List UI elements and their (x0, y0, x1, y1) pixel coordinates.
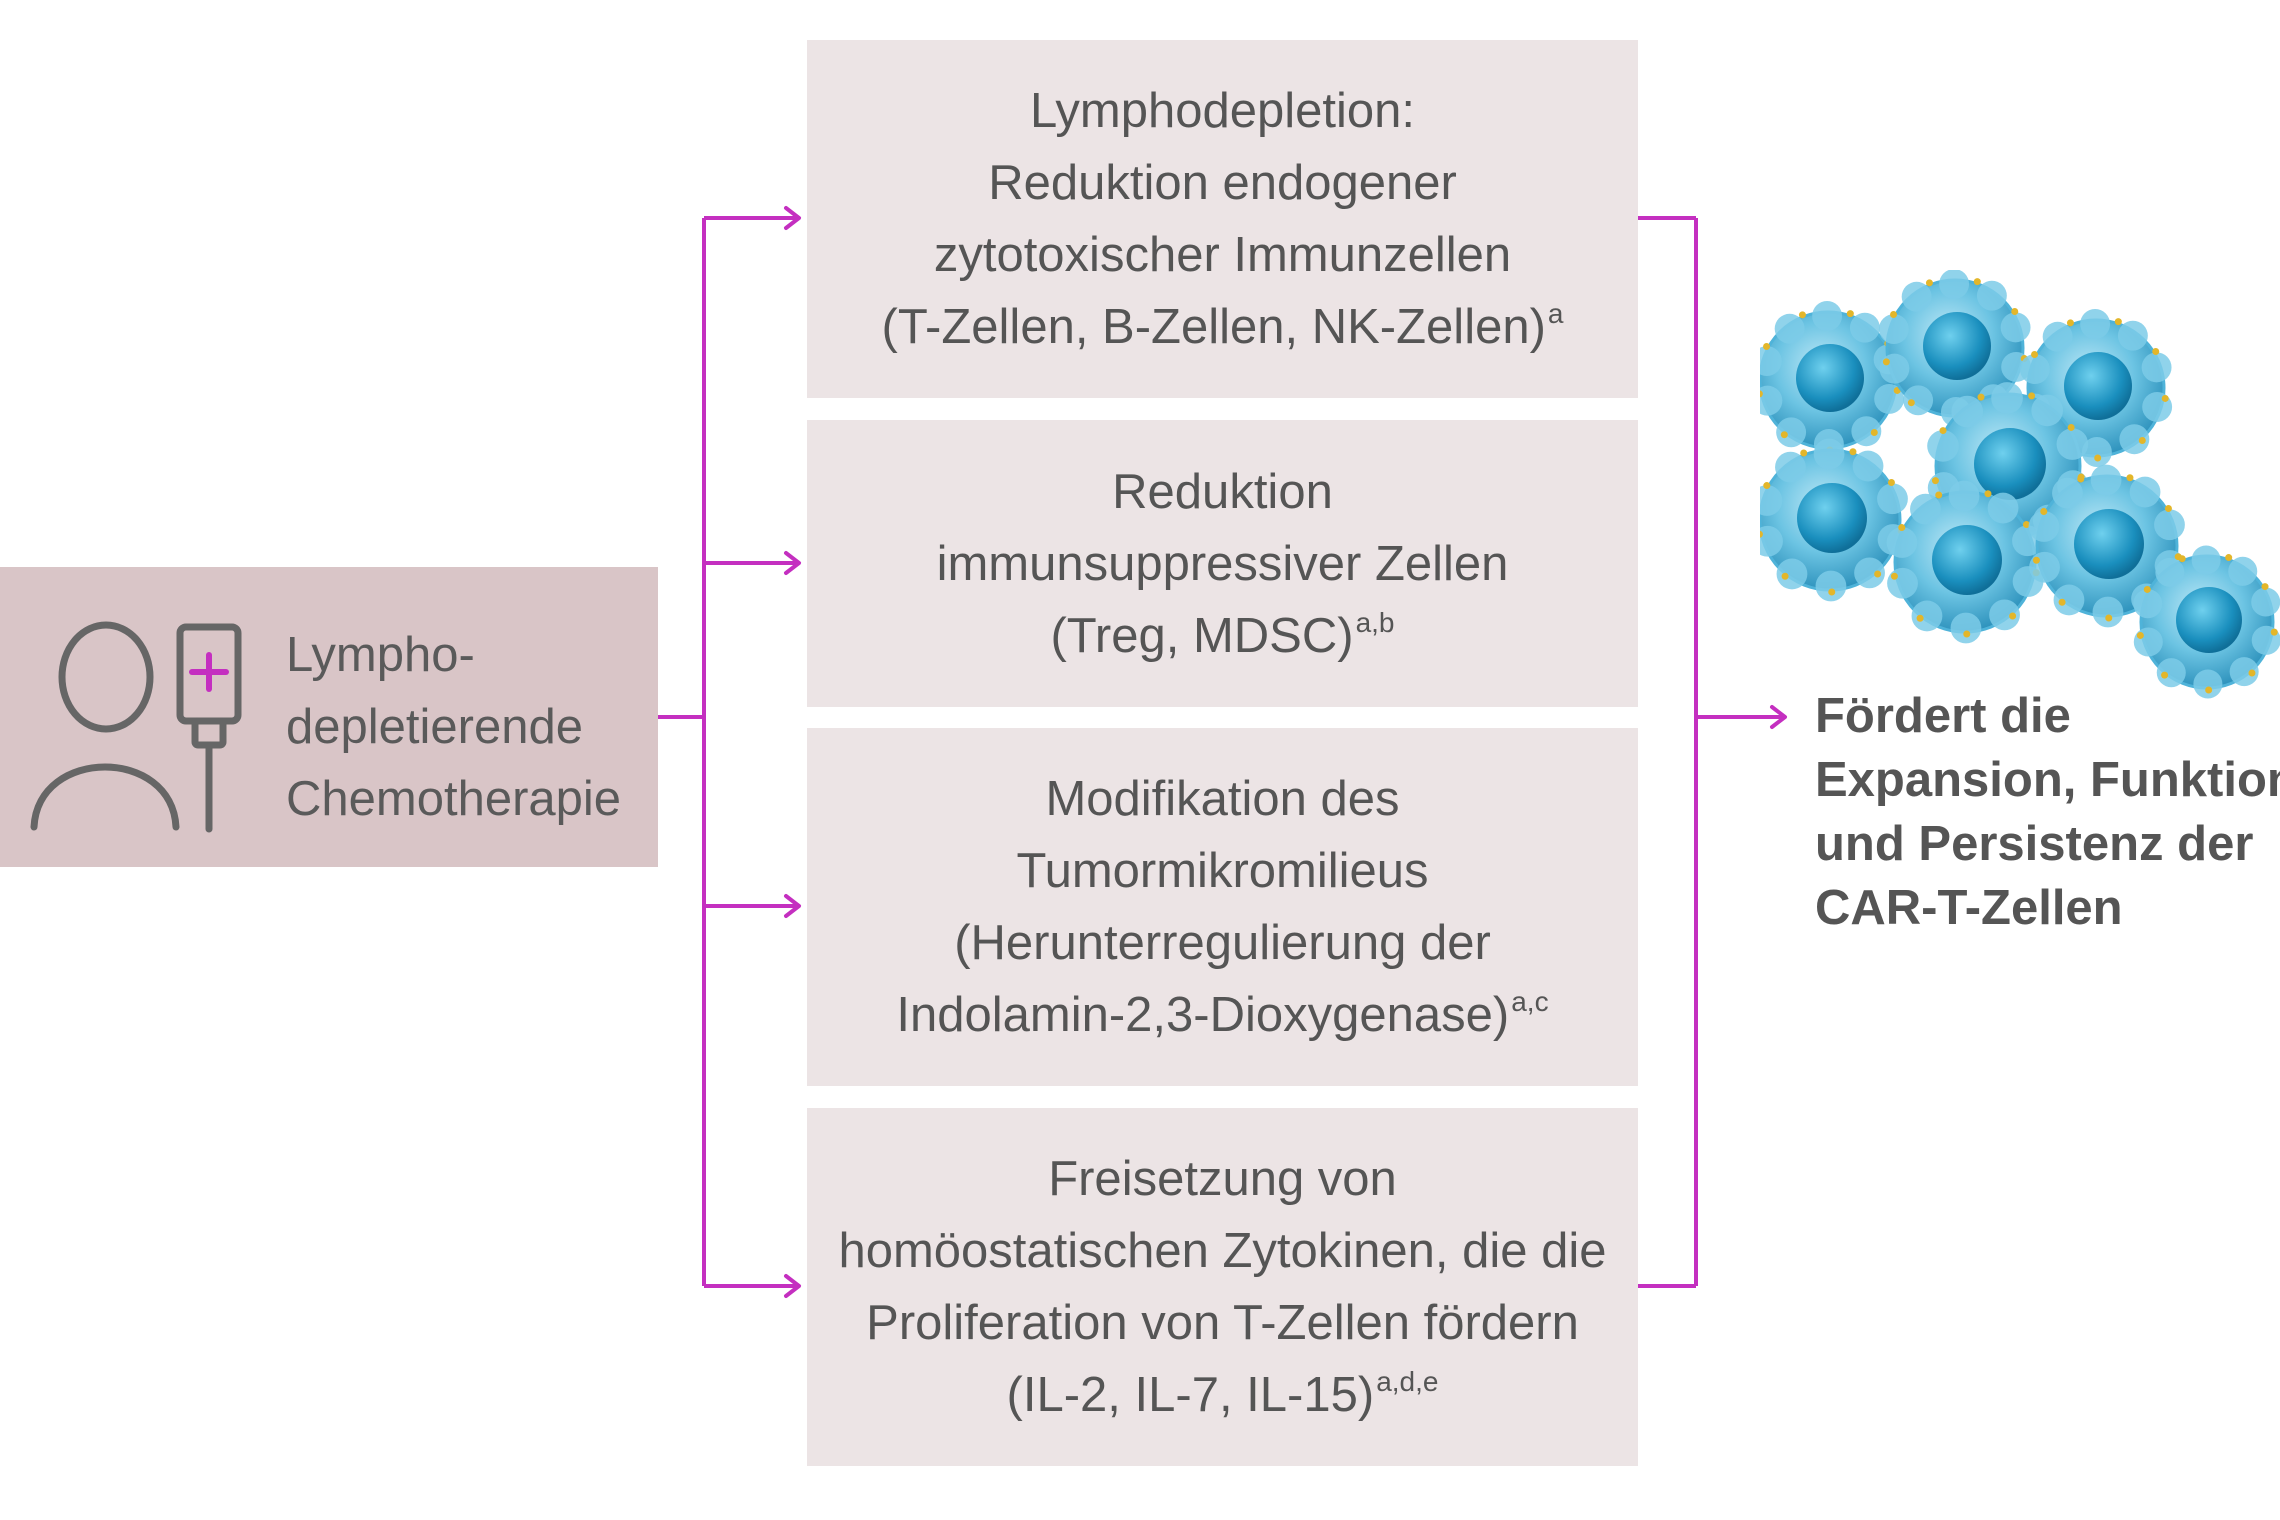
therapy-label-line: depletierende (286, 700, 583, 754)
box-text-line: immunsuppressiver Zellen (936, 536, 1509, 591)
result-line: und Persistenz der (1815, 817, 2254, 871)
footnote-marker: a,b (1355, 606, 1395, 638)
box-text-line: zytotoxischer Immunzellen (933, 228, 1512, 282)
therapy-label: Lympho- depletierende Chemotherapie (286, 619, 646, 835)
box-text: Indolamin-2,3-Dioxygenase) (896, 988, 1510, 1042)
result-text: Fördert die Expansion, Funktion und Pers… (1815, 684, 2280, 940)
lymphodepletion-box: Lymphodepletion: Reduktion endogener zyt… (807, 40, 1638, 398)
box-text-line: Freisetzung von (1048, 1152, 1397, 1206)
tumor-microenvironment-box: Modifikation des Tumormikromilieus (Heru… (807, 728, 1638, 1086)
car-t-cells-illustration (1760, 270, 2280, 699)
box-text: (T-Zellen, B-Zellen, NK-Zellen) (881, 300, 1546, 354)
therapy-label-line: Lympho- (286, 628, 475, 682)
box-text-line: Reduktion endogener (988, 156, 1457, 210)
immunosuppressive-cells-box: Reduktion immunsuppressiver Zellen (Treg… (807, 420, 1638, 707)
result-line: Fördert die (1815, 689, 2071, 743)
result-line: Expansion, Funktion (1815, 753, 2280, 807)
box-text-line: (T-Zellen, B-Zellen, NK-Zellen)a (882, 291, 1564, 363)
footnote-marker: a (1547, 298, 1564, 329)
box-text-line: (IL-2, IL-7, IL-15)a,d,e (1007, 1359, 1439, 1431)
box-text-line: Proliferation von T-Zellen fördern (866, 1296, 1579, 1350)
box-text-line: Tumormikromilieus (1016, 844, 1429, 898)
box-text: (IL-2, IL-7, IL-15) (1006, 1368, 1375, 1422)
result-line: CAR-T-Zellen (1815, 881, 2123, 935)
cytokine-release-box: Freisetzung von homöostatischen Zytokine… (807, 1108, 1638, 1466)
box-text-line: Modifikation des (1045, 772, 1400, 826)
box-text-line: (Herunterregulierung der (954, 916, 1491, 970)
patient-with-iv-bag-icon (30, 621, 242, 833)
car-t-cell (2133, 545, 2280, 699)
box-text-line: Lymphodepletion: (1029, 84, 1415, 138)
box-text-line: Indolamin-2,3-Dioxygenase)a,c (896, 979, 1548, 1051)
footnote-marker: a,d,e (1376, 1366, 1439, 1397)
car-t-cell (1760, 438, 1909, 602)
car-t-cell (1886, 480, 2044, 644)
box-text-line: (Treg, MDSC)a,b (1050, 600, 1394, 672)
footnote-marker: a,c (1511, 986, 1549, 1017)
therapy-label-line: Chemotherapie (286, 772, 622, 826)
therapy-box: Lympho- depletierende Chemotherapie (0, 567, 658, 867)
car-t-cell (2028, 464, 2186, 628)
box-text-line: homöostatischen Zytokinen, die die (838, 1224, 1607, 1278)
box-text: (Treg, MDSC) (1050, 608, 1354, 663)
box-text-line: Reduktion (1112, 464, 1333, 519)
